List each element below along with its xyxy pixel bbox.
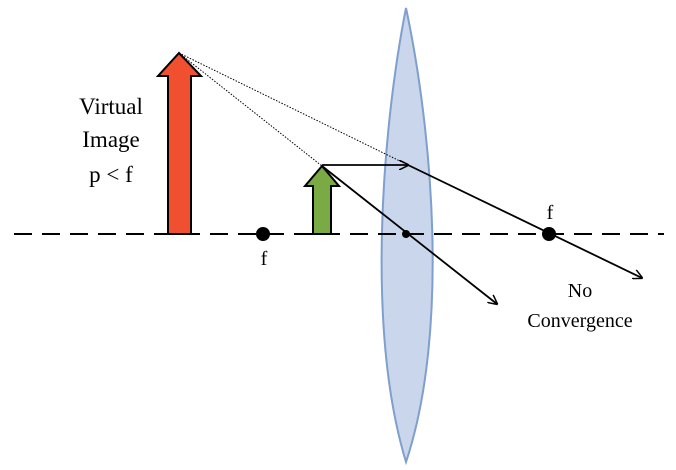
refracted-ray	[407, 164, 642, 278]
virtual-image-arrow	[155, 51, 204, 235]
virtual-image-label: Virtual	[79, 94, 143, 119]
virtual-ray-extension-2	[178, 52, 323, 167]
focal-label-left: f	[261, 248, 268, 270]
virtual-ray-extension-1	[178, 52, 409, 166]
focal-label-right: f	[547, 202, 554, 224]
focal-point-left	[256, 227, 270, 241]
virtual-image-label-line2: Image	[82, 127, 139, 152]
condition-label: p < f	[89, 162, 133, 187]
object-arrow	[302, 164, 342, 235]
lens-center-point	[402, 230, 410, 238]
focal-point-right	[542, 227, 556, 241]
convergence-label: Convergence	[527, 310, 632, 332]
no-label: No	[568, 280, 592, 302]
